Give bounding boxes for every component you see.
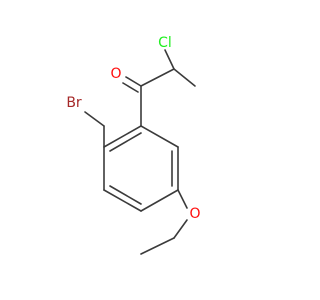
bond-ring-c1-c2: [140, 125, 179, 148]
chlorine-label: Cl: [158, 35, 172, 51]
bond-ring-c3-c4: [140, 189, 179, 212]
atom-label-group: O Cl Br O: [66, 35, 200, 222]
ether-oxygen-label: O: [189, 206, 200, 222]
bond-carbonyl-o-2: [122, 82, 139, 93]
bond-chcl-methyl: [173, 68, 196, 87]
bond-chcl-cl: [164, 49, 175, 70]
bond-ch2-br-direction: [84, 111, 105, 127]
bond-o-ch2: [173, 219, 188, 239]
bond-ch2-ch3: [140, 237, 175, 255]
bond-ring-c4-c5: [103, 189, 142, 212]
bond-carbonyl-chcl: [140, 68, 175, 87]
bond-ring-c6-c1-inner: [109, 132, 142, 152]
bond-ring-c4-c5-inner: [109, 185, 142, 205]
bond-carbonyl-o-1: [125, 76, 142, 87]
bond-group: [84, 49, 196, 255]
bond-ring-c6-c1: [103, 125, 142, 148]
oxygen-label: O: [110, 66, 121, 82]
molecule-canvas: O Cl Br O: [66, 35, 201, 255]
bond-ring-o-ether: [177, 189, 188, 209]
bromine-label: Br: [66, 95, 82, 111]
molecule-structure: O Cl Br O: [66, 35, 201, 255]
